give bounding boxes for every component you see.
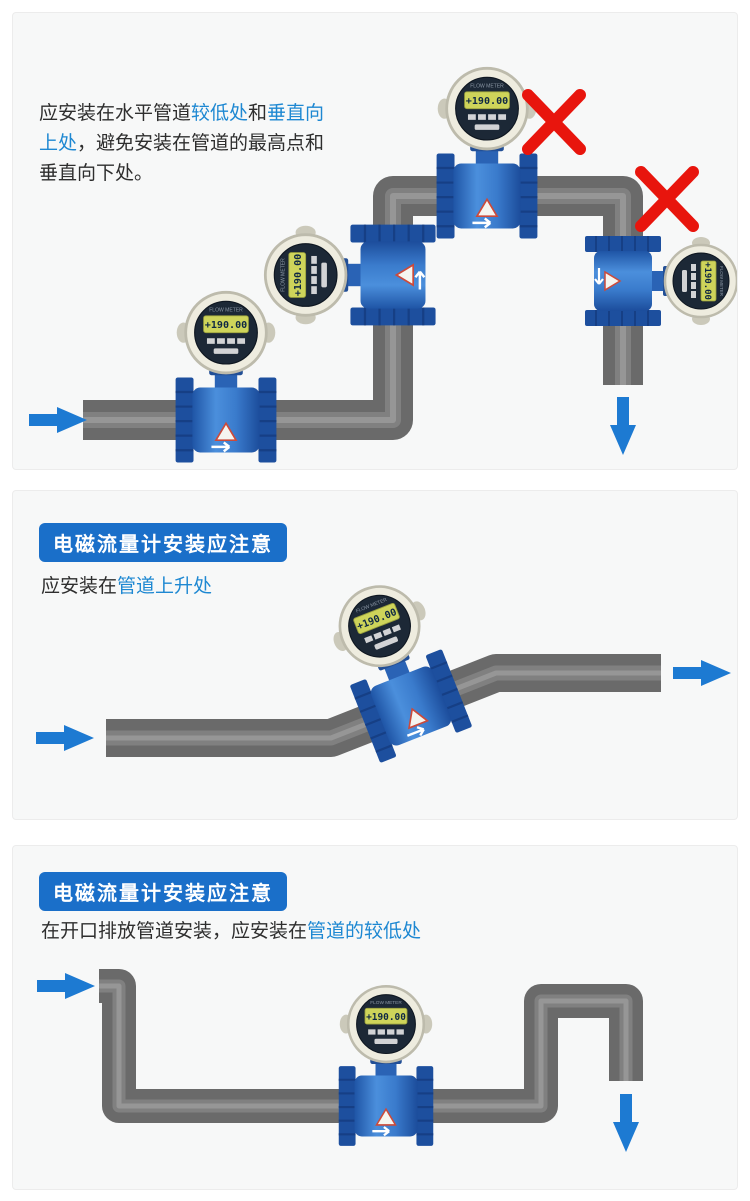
- pipe-diagram-2: [36, 569, 731, 765]
- flow-out-arrow: [673, 660, 731, 686]
- flow-meter-correct-low-horizontal: [174, 290, 278, 464]
- panel2-instruction: 应安装在管道上升处: [41, 571, 212, 598]
- instruction-plain: 应安装在: [41, 576, 118, 597]
- instruction-highlight-1: 较低处: [191, 103, 249, 124]
- flow-meter-correct-vertical-up: [263, 223, 437, 327]
- instruction-plain: 在开口排放管道安装，应安装在: [41, 921, 308, 942]
- instruction-highlight: 管道的较低处: [307, 921, 422, 942]
- panel-horizontal-install-rule: 应安装在水平管道较低处和垂直向上处，避免安装在管道的最高点和垂直向下处。: [12, 12, 738, 470]
- pipe-highlight-core: [99, 983, 629, 1109]
- instruction-plain-3: ，避免安装在管道的最高点和垂直向下处。: [39, 133, 325, 184]
- flow-in-arrow: [37, 973, 95, 999]
- instruction-plain-1: 应安装在水平管道: [39, 103, 192, 124]
- pipe-diagram-3: [37, 969, 643, 1152]
- flow-meter-at-low-point: [337, 984, 435, 1148]
- instruction-highlight: 管道上升处: [117, 576, 213, 597]
- flow-in-arrow: [29, 407, 87, 433]
- flow-out-arrow-down: [610, 397, 636, 455]
- flow-out-arrow-down: [613, 1094, 639, 1152]
- instruction-highlight-2: 垂直向上处: [39, 103, 325, 154]
- instruction-plain-2: 和: [248, 103, 268, 124]
- panel-open-discharge-rule: 电磁流量计安装应注意 在开口排放管道安装，应安装在管道的较低处: [12, 845, 738, 1190]
- wrong-installation-mark-right: [641, 172, 693, 226]
- wrong-installation-mark-top: [528, 95, 580, 149]
- instruction-text: 应安装在水平管道较低处和垂直向上处，避免安装在管道的最高点和垂直向下处。: [39, 99, 337, 189]
- flow-meter-wrong-vertical-down: [583, 234, 737, 328]
- section-badge: 电磁流量计安装应注意: [39, 872, 287, 911]
- flow-in-arrow: [36, 725, 94, 751]
- panel3-instruction: 在开口排放管道安装，应安装在管道的较低处: [41, 916, 421, 943]
- section-badge: 电磁流量计安装应注意: [39, 523, 287, 562]
- panel-rising-pipe-rule: 电磁流量计安装应注意 应安装在管道上升处: [12, 490, 738, 820]
- pipe-diagram-1: [29, 66, 737, 464]
